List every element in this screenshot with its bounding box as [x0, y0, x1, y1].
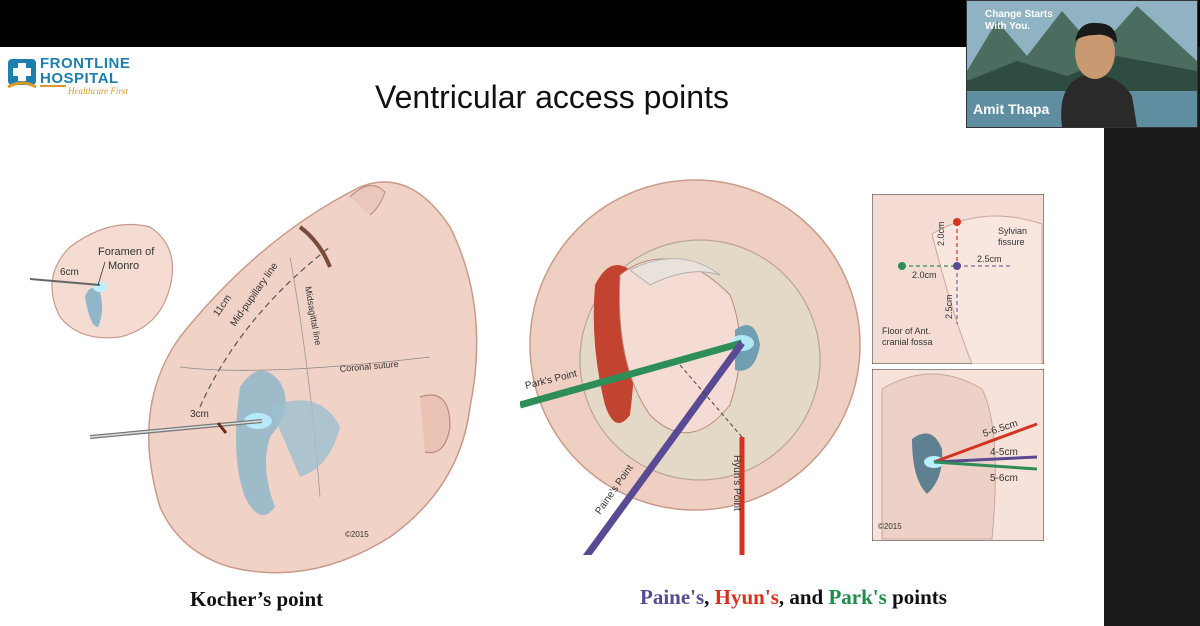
logo-tagline: Healthcare First	[68, 86, 128, 96]
video-banner-line1: Change Starts	[985, 9, 1053, 20]
label-foramen-line1: Foramen of	[98, 246, 155, 258]
inset-label-2_5cm-vertical: 2.5cm	[944, 294, 954, 319]
meeting-side-panel	[1104, 47, 1200, 626]
hospital-logo: FRONTLINE HOSPITAL Healthcare First	[6, 53, 146, 97]
inset-needle-depths: 5-6.5cm 4-5cm 5-6cm ©2015	[872, 369, 1044, 541]
slide-title: Ventricular access points	[375, 79, 729, 115]
video-background	[967, 1, 1197, 127]
label-copyright-left: ©2015	[345, 530, 369, 539]
paine-hyun-park-illustration: Park's Point Paine's Point Hyun's Point	[520, 179, 861, 555]
label-3cm: 3cm	[190, 409, 209, 420]
caption-paine-hyun-park: Paine's, Hyun's, and Park's points	[640, 585, 947, 610]
caption-paine: Paine's	[640, 585, 705, 609]
caption-points: points	[886, 585, 947, 609]
inset-label-floor: Floor of Ant.	[882, 326, 931, 336]
inset-label-fossa: cranial fossa	[882, 337, 933, 347]
label-6cm: 6cm	[60, 267, 79, 278]
caption-kochers-point: Kocher’s point	[190, 587, 324, 611]
participant-video-tile[interactable]: Change Starts With You. Amit Thapa	[966, 0, 1198, 128]
video-banner-line2: With You.	[985, 21, 1031, 32]
inset-label-2cm-vertical: 2.0cm	[936, 221, 946, 246]
inset-label-5-6cm: 5-6cm	[990, 473, 1018, 484]
logo-line2: HOSPITAL	[40, 70, 119, 87]
inset-label-fissure: fissure	[998, 237, 1025, 247]
inset-label-4-5cm: 4-5cm	[990, 447, 1018, 458]
caption-park: Park's	[828, 585, 887, 609]
inset-label-copyright: ©2015	[878, 522, 902, 531]
inset-label-2cm-horizontal: 2.0cm	[912, 270, 937, 280]
label-hyuns-point: Hyun's Point	[731, 455, 742, 511]
logo-line1: FRONTLINE	[40, 55, 131, 72]
caption-comma: ,	[704, 585, 715, 609]
inset-sylvian-fissure: 2.0cm 2.0cm 2.5cm 2.5cm Sylvian fissure …	[872, 194, 1044, 364]
label-foramen-line2: Monro	[108, 260, 139, 272]
inset-label-2_5cm-horizontal: 2.5cm	[977, 254, 1002, 264]
caption-hyun: Hyun's	[714, 585, 779, 609]
kochers-point-illustration: Foramen of Monro 6cm 11cm Mid-pupillary …	[30, 181, 478, 574]
hospital-logo-icon	[7, 59, 37, 89]
video-banner-text: Change Starts With You.	[985, 9, 1053, 33]
presentation-slide: FRONTLINE HOSPITAL Healthcare First Vent…	[0, 47, 1104, 626]
logo-divider	[40, 85, 66, 87]
caption-and: , and	[778, 585, 829, 609]
inset-label-sylvian: Sylvian	[998, 226, 1027, 236]
participant-name: Amit Thapa	[973, 101, 1050, 117]
